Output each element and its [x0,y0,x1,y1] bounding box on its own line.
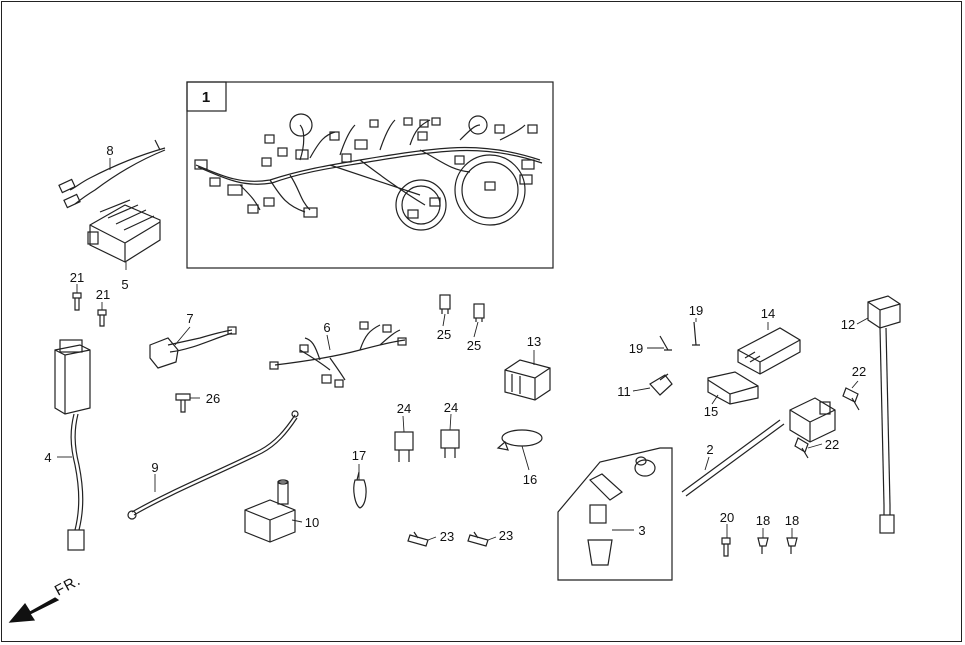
front-direction-arrow [8,597,60,623]
part-label-14: 14 [761,306,775,321]
harness-round-connector-left [289,113,313,137]
part-26-bolt [175,393,191,413]
part-label-12: 12 [841,317,855,332]
part-25-fuses [439,294,485,322]
part-label-5: 5 [121,277,128,292]
part-label-26: 26 [206,391,220,406]
part-label-22: 22 [852,364,866,379]
part-20-18-fasteners [721,537,798,557]
leader-lines [57,158,869,541]
part-6-subharness [269,321,407,388]
part-5-regulator [87,199,161,263]
main-harness-part-number: 1 [202,89,210,106]
front-direction-label: FR. [52,572,84,600]
part-16-cable-tie [496,429,543,451]
part-23-bolts [407,531,489,547]
part-9-cable [127,410,299,520]
part-22-bolts [794,387,860,459]
part-label-25: 25 [467,338,481,353]
main-harness-box [186,81,554,269]
part-label-22: 22 [825,437,839,452]
part-label-6: 6 [323,320,330,335]
part-label-16: 16 [523,472,537,487]
part-label-8: 8 [106,143,113,158]
part-4-module [54,339,91,551]
part-label-4: 4 [44,450,51,465]
part-label-17: 17 [352,448,366,463]
part-11-sensor [649,373,673,396]
part-label-20: 20 [720,510,734,525]
main-wiring-harness-group [186,81,554,269]
part-label-7: 7 [186,311,193,326]
part-3-plug-cap-group [557,447,673,581]
part-17-clip [353,471,367,509]
part-12-sensor [867,295,901,534]
part-label-23: 23 [440,529,454,544]
part-label-9: 9 [151,460,158,475]
part-label-21: 21 [70,270,84,285]
part-label-18: 18 [785,513,799,528]
part-21-bolts [72,292,107,327]
part-7-sensor [149,326,237,369]
harness-round-connector-right [468,115,488,135]
part-label-10: 10 [305,515,319,530]
part-label-19: 19 [689,303,703,318]
part-label-11: 11 [617,384,631,399]
main-harness-label-box [186,81,227,112]
part-label-23: 23 [499,528,513,543]
part-label-19: 19 [629,341,643,356]
part-10-switch [244,479,296,543]
part-label-24: 24 [397,401,411,416]
part-13-relay [504,359,551,401]
part-8-wire [58,139,166,209]
part-2-ignition-coil [681,397,836,497]
part-15-module [707,371,759,405]
part-label-24: 24 [444,400,458,415]
part-label-18: 18 [756,513,770,528]
part-24-fuses [394,429,460,462]
part-label-15: 15 [704,404,718,419]
part-label-3: 3 [638,523,645,538]
part-label-25: 25 [437,327,451,342]
harness-trunk [195,146,541,182]
headlight-ring-large [454,154,526,226]
part-label-13: 13 [527,334,541,349]
part-label-21: 21 [96,287,110,302]
part-label-2: 2 [706,442,713,457]
headlight-ring-small [395,179,447,231]
part-19-screws [659,321,700,351]
part-14-ecu [737,327,801,375]
